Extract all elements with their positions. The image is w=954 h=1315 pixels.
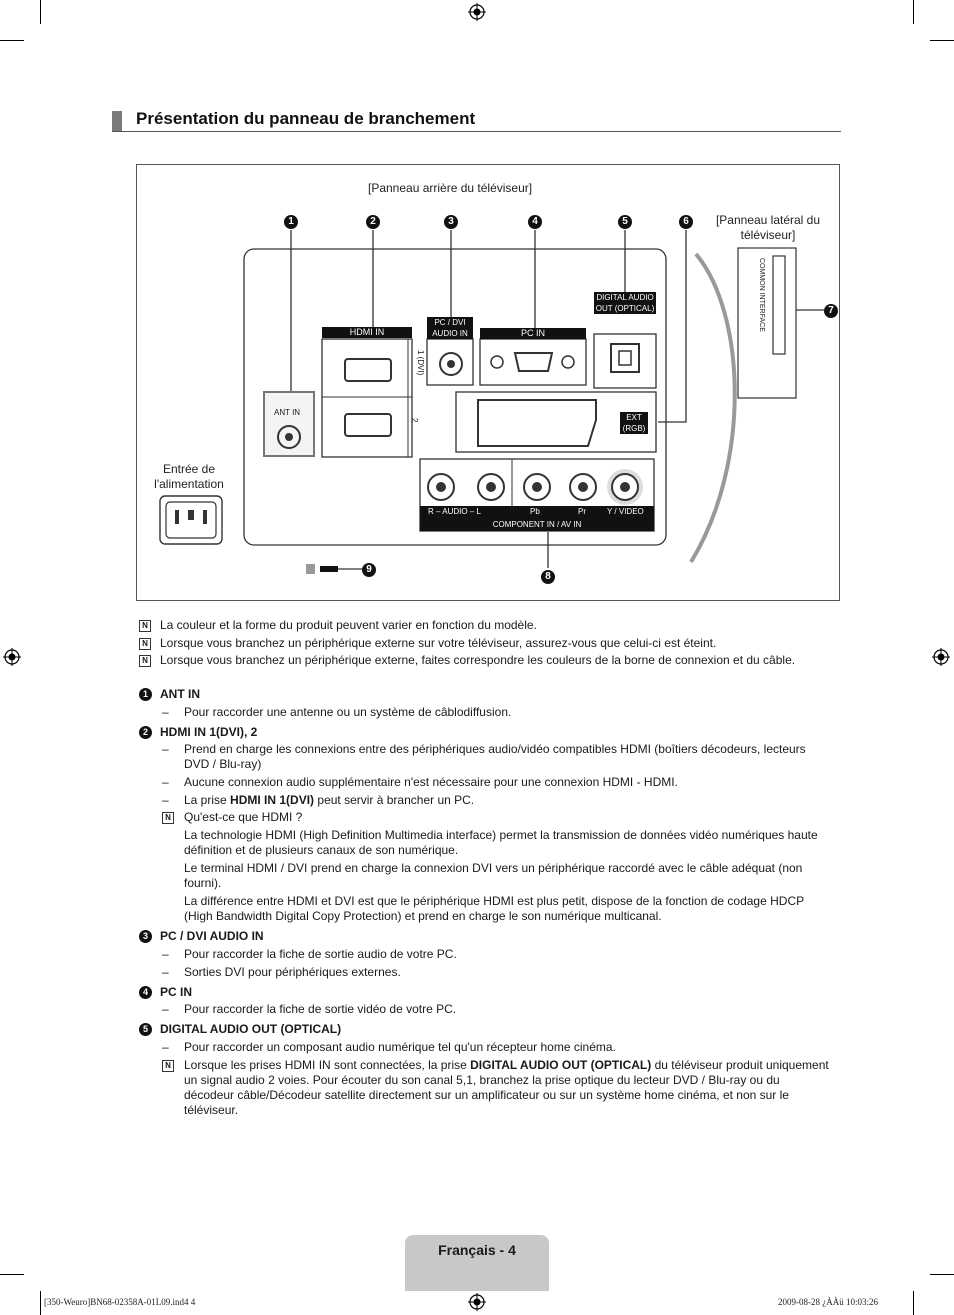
note-text: La couleur et la forme du produit peuven… (160, 618, 537, 632)
callout-2: 2 (366, 215, 380, 229)
section-title-rule (112, 131, 841, 132)
item-line: définition et de plusieurs canaux de son… (184, 843, 459, 857)
item-line: un signal audio 2 voies. Pour écouter du… (184, 1073, 780, 1087)
video-label: Y / VIDEO (607, 507, 644, 516)
item-number: 3 (139, 930, 152, 943)
item-line: décodeur câble/Décodeur satellite direct… (184, 1088, 789, 1102)
item-line-part: du téléviseur produit uniquement (654, 1058, 829, 1072)
dash-marker: – (162, 775, 169, 789)
item-line: La technologie HDMI (High Definition Mul… (184, 828, 818, 842)
item-number: 2 (139, 726, 152, 739)
section-title-marker (112, 111, 122, 131)
crop-mark (913, 0, 914, 24)
item-line: Qu'est-ce que HDMI ? (184, 810, 303, 824)
note-text: Lorsque vous branchez un périphérique ex… (160, 636, 717, 650)
digital-audio-out-label: DIGITAL AUDIO OUT (OPTICAL) (594, 292, 656, 314)
item-line: Pour raccorder un composant audio numéri… (184, 1040, 616, 1054)
print-slug-left: [350-Weuro]BN68-02358A-01L09.ind4 4 (44, 1297, 196, 1307)
item-title: DIGITAL AUDIO OUT (OPTICAL) (160, 1022, 342, 1036)
ext-rgb-label: EXT (RGB) (620, 412, 648, 434)
item-line: Aucune connexion audio supplémentaire n'… (184, 775, 678, 789)
section-title: Présentation du panneau de branchement (136, 109, 476, 128)
item-line: Sorties DVI pour périphériques externes. (184, 965, 401, 979)
page-number-tab (405, 1235, 549, 1291)
item-title: ANT IN (160, 687, 200, 701)
note-icon: N (139, 655, 151, 667)
item-line: téléviseur. (184, 1103, 239, 1117)
crop-mark (40, 1291, 41, 1315)
common-interface-label: COMMON INTERFACE (758, 258, 765, 332)
item-line: fourni). (184, 876, 222, 890)
note-icon: N (162, 812, 174, 824)
item-line: Pour raccorder la fiche de sortie audio … (184, 947, 457, 961)
callout-7: 7 (824, 304, 838, 318)
item-line-bold: DIGITAL AUDIO OUT (OPTICAL) (470, 1058, 652, 1072)
callout-5: 5 (618, 215, 632, 229)
callout-4: 4 (528, 215, 542, 229)
note-icon: N (162, 1060, 174, 1072)
dash-marker: – (162, 947, 169, 961)
item-line: La différence entre HDMI et DVI est que … (184, 894, 805, 908)
crop-mark (0, 40, 24, 41)
dash-marker: – (162, 742, 169, 756)
item-number: 5 (139, 1023, 152, 1036)
note-icon: N (139, 638, 151, 650)
power-input-caption: Entrée de l'alimentation (154, 462, 224, 491)
item-line-part: La prise (184, 793, 227, 807)
ant-in-label: ANT IN (274, 408, 301, 417)
crop-mark (913, 1291, 914, 1315)
page-number: Français - 4 (438, 1242, 516, 1258)
callout-6: 6 (679, 215, 693, 229)
item-line-part: peut servir à brancher un PC. (317, 793, 475, 807)
item-line: Le terminal HDMI / DVI prend en charge l… (184, 861, 803, 875)
item-line-bold: HDMI IN 1(DVI) (230, 793, 315, 807)
hdmi-2-label: 2 (410, 418, 419, 423)
dash-marker: – (162, 705, 169, 719)
pc-in-label: PC IN (480, 328, 586, 339)
dash-marker: – (162, 1040, 169, 1054)
pb-label: Pb (530, 507, 540, 516)
dash-marker: – (162, 1002, 169, 1016)
rear-panel-caption: [Panneau arrière du téléviseur] (368, 181, 533, 195)
item-title: HDMI IN 1(DVI), 2 (160, 725, 258, 739)
audio-rl-label: R – AUDIO – L (428, 507, 481, 516)
connection-panel-drawing (159, 230, 824, 574)
callout-8: 8 (541, 570, 555, 584)
hdmi-1-label: 1 (DVI) (416, 350, 425, 376)
item-line: Pour raccorder la fiche de sortie vidéo … (184, 1002, 457, 1016)
item-line-inline: Lorsque les prises HDMI IN sont connecté… (184, 1058, 829, 1073)
dash-marker: – (162, 965, 169, 979)
callout-3: 3 (444, 215, 458, 229)
crop-mark (930, 1274, 954, 1275)
component-av-label: COMPONENT IN / AV IN (492, 520, 582, 529)
pc-dvi-audio-label: PC / DVI AUDIO IN (427, 317, 473, 339)
connection-panel-diagram (136, 164, 840, 601)
item-title: PC IN (160, 985, 193, 999)
hdmi-in-label: HDMI IN (322, 327, 412, 338)
callout-1: 1 (284, 215, 298, 229)
crop-mark (930, 40, 954, 41)
item-title: PC / DVI AUDIO IN (160, 929, 264, 943)
side-panel-caption: [Panneau latéral du téléviseur] (715, 213, 821, 242)
item-number: 4 (139, 986, 152, 999)
pr-label: Pr (578, 507, 586, 516)
item-line: DVD / Blu-ray) (184, 757, 262, 771)
registration-mark-icon (468, 1293, 486, 1311)
item-line: Pour raccorder une antenne ou un système… (184, 705, 512, 719)
item-line: Prend en charge les connexions entre des… (184, 742, 806, 756)
item-line: (High Bandwidth Digital Copy Protection)… (184, 909, 662, 923)
crop-mark (40, 0, 41, 24)
item-line-part: Lorsque les prises HDMI IN sont connecté… (184, 1058, 467, 1072)
note-text: Lorsque vous branchez un périphérique ex… (160, 653, 796, 667)
crop-mark (0, 1274, 24, 1275)
item-line-inline: La prise HDMI IN 1(DVI) peut servir à br… (184, 793, 474, 808)
callout-9: 9 (362, 563, 376, 577)
dash-marker: – (162, 793, 169, 807)
print-slug-right: 2009-08-28 ¿ÀÀü 10:03:26 (778, 1297, 878, 1307)
item-number: 1 (139, 688, 152, 701)
registration-mark-icon (468, 3, 486, 21)
registration-mark-icon (932, 648, 950, 666)
registration-mark-icon (3, 648, 21, 666)
note-icon: N (139, 620, 151, 632)
